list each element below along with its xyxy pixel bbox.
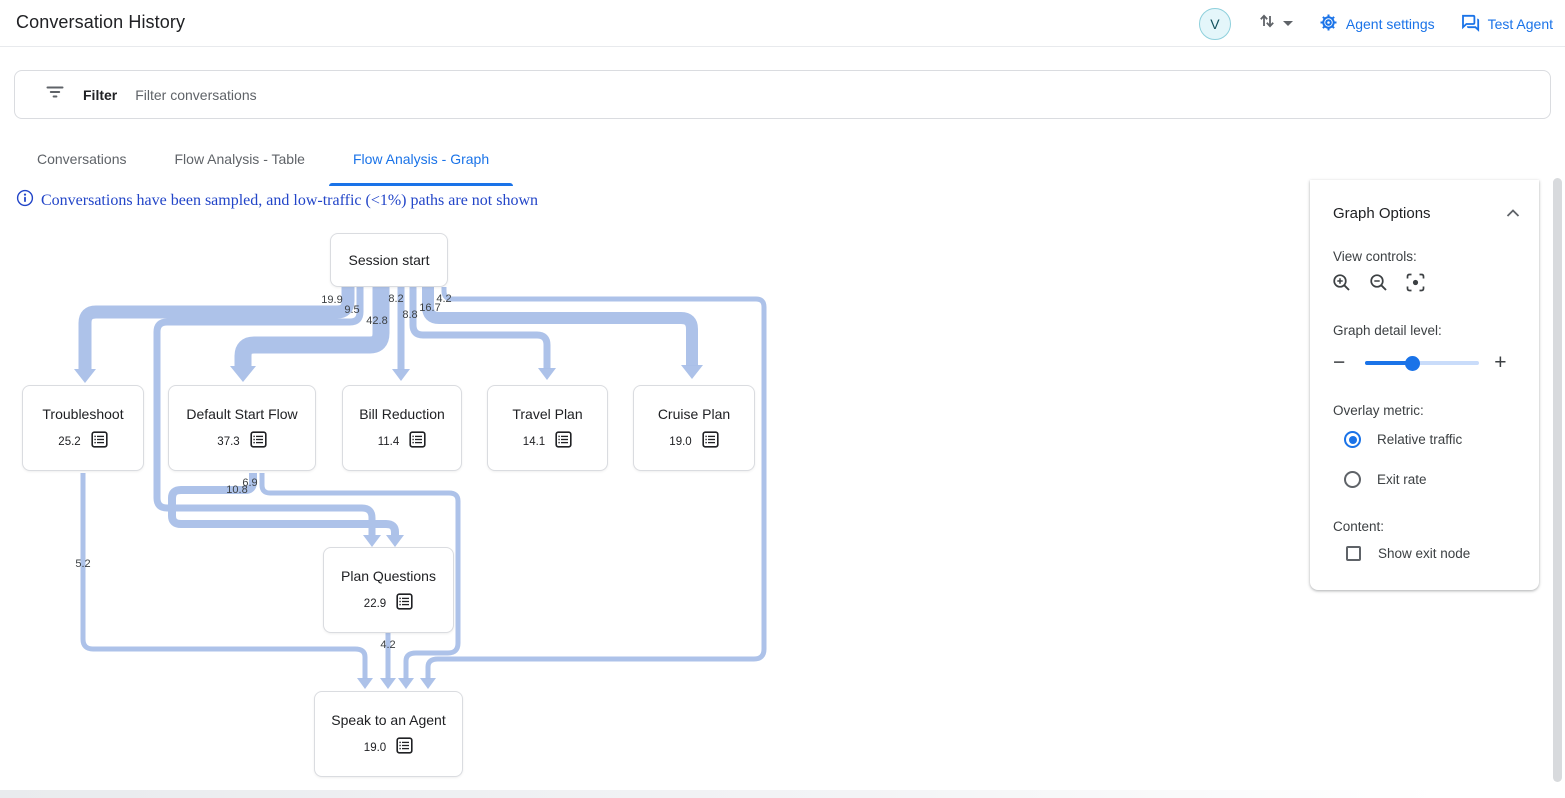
- node-value: 22.9: [363, 598, 387, 610]
- decrease-detail-button[interactable]: −: [1333, 351, 1346, 374]
- chevron-up-icon[interactable]: [1505, 206, 1521, 224]
- filter-icon: [45, 82, 65, 107]
- checkbox-label: Show exit node: [1378, 546, 1471, 561]
- list-alt-icon[interactable]: [702, 431, 719, 453]
- edge-label: 4.2: [436, 293, 452, 305]
- node-cruise-plan[interactable]: Cruise Plan 19.0: [633, 385, 755, 471]
- sampling-notice-text: Conversations have been sampled, and low…: [41, 191, 539, 209]
- radio-label: Exit rate: [1377, 472, 1427, 487]
- graph-options-panel: Graph Options View controls: Graph detai…: [1310, 180, 1539, 590]
- list-alt-icon[interactable]: [396, 593, 413, 615]
- list-alt-icon[interactable]: [91, 431, 108, 453]
- tab-conversations[interactable]: Conversations: [37, 151, 127, 167]
- increase-detail-button[interactable]: +: [1494, 351, 1507, 374]
- node-label: Session start: [348, 252, 430, 268]
- node-default-start-flow[interactable]: Default Start Flow 37.3: [168, 385, 316, 471]
- node-label: Default Start Flow: [186, 406, 298, 422]
- slider-thumb[interactable]: [1405, 355, 1421, 371]
- filter-label: Filter: [83, 86, 118, 103]
- header-actions: V: [1198, 0, 1553, 47]
- chat-icon: [1461, 13, 1480, 35]
- list-alt-icon[interactable]: [409, 431, 426, 453]
- tab-flow-analysis-table[interactable]: Flow Analysis - Table: [174, 151, 305, 167]
- list-alt-icon[interactable]: [555, 431, 572, 453]
- chevron-down-icon: [1282, 21, 1293, 26]
- vertical-scrollbar[interactable]: [1553, 178, 1562, 782]
- edge-label: 8.2: [388, 293, 404, 305]
- agent-settings-label: Agent settings: [1345, 15, 1435, 32]
- node-value: 25.2: [58, 436, 81, 448]
- tab-flow-analysis-graph[interactable]: Flow Analysis - Graph: [328, 135, 514, 186]
- edge-label: 6.9: [242, 477, 258, 489]
- agent-settings-button[interactable]: Agent settings: [1319, 13, 1435, 35]
- node-value: 11.4: [377, 436, 400, 448]
- zoom-in-icon[interactable]: [1331, 272, 1352, 298]
- graph-options-title: Graph Options: [1333, 205, 1431, 222]
- edge-label: 9.5: [344, 304, 360, 316]
- filter-bar[interactable]: Filter Filter conversations: [14, 70, 1551, 119]
- radio-exit-rate[interactable]: Exit rate: [1344, 471, 1427, 488]
- overlay-metric-label: Overlay metric:: [1333, 403, 1424, 418]
- node-plan-questions[interactable]: Plan Questions 22.9: [323, 547, 454, 633]
- filter-conversations-input[interactable]: Filter conversations: [135, 86, 257, 103]
- edge-label: 10.8: [226, 484, 248, 496]
- gear-icon: [1319, 13, 1338, 35]
- node-label: Cruise Plan: [657, 406, 731, 422]
- radio-selected-icon: [1344, 431, 1361, 448]
- node-value: 19.0: [363, 742, 387, 754]
- sort-control[interactable]: [1257, 11, 1293, 36]
- horizontal-scrollbar[interactable]: [0, 790, 1565, 798]
- node-label: Troubleshoot: [42, 406, 124, 422]
- edge-label: 19.9: [321, 294, 343, 306]
- graph-detail-label: Graph detail level:: [1333, 323, 1442, 338]
- node-label: Plan Questions: [341, 568, 436, 584]
- node-troubleshoot[interactable]: Troubleshoot 25.2: [22, 385, 144, 471]
- node-speak-to-an-agent[interactable]: Speak to an Agent 19.0: [314, 691, 463, 777]
- node-bill-reduction[interactable]: Bill Reduction 11.4: [342, 385, 462, 471]
- page-title: Conversation History: [16, 12, 186, 32]
- info-icon: [16, 189, 34, 212]
- show-exit-node-checkbox-row[interactable]: Show exit node: [1346, 546, 1470, 561]
- view-controls: [1331, 272, 1426, 298]
- app-header: Conversation History V: [0, 0, 1565, 47]
- checkbox-unchecked-icon: [1346, 546, 1361, 561]
- content-label: Content:: [1333, 519, 1385, 534]
- node-session-start[interactable]: Session start: [330, 233, 448, 287]
- tab-bar: Conversations Flow Analysis - Table Flow…: [13, 135, 514, 186]
- graph-detail-slider[interactable]: [1365, 355, 1480, 371]
- edge-label: 16.7: [419, 302, 441, 314]
- node-label: Bill Reduction: [359, 406, 445, 422]
- node-value: 37.3: [217, 436, 240, 448]
- node-value: 14.1: [522, 436, 546, 448]
- edge-label: 5.2: [75, 558, 91, 570]
- test-agent-label: Test Agent: [1487, 15, 1553, 32]
- graph-detail-slider-row: − +: [1333, 352, 1523, 373]
- radio-relative-traffic[interactable]: Relative traffic: [1344, 431, 1462, 448]
- sampling-notice: Conversations have been sampled, and low…: [16, 189, 538, 212]
- list-alt-icon[interactable]: [250, 431, 267, 453]
- edge-label: 8.8: [402, 309, 418, 321]
- edge-label: 42.8: [366, 315, 388, 327]
- view-controls-label: View controls:: [1333, 249, 1417, 264]
- radio-unselected-icon: [1344, 471, 1361, 488]
- zoom-out-icon[interactable]: [1368, 272, 1389, 298]
- test-agent-button[interactable]: Test Agent: [1461, 13, 1553, 35]
- edge-label: 4.2: [380, 639, 396, 651]
- node-travel-plan[interactable]: Travel Plan 14.1: [487, 385, 608, 471]
- avatar[interactable]: V: [1198, 7, 1231, 40]
- center-focus-icon[interactable]: [1405, 272, 1426, 298]
- sort-arrows-icon: [1257, 11, 1277, 36]
- node-label: Travel Plan: [512, 406, 583, 422]
- slider-fill: [1365, 360, 1413, 365]
- node-value: 19.0: [669, 436, 692, 448]
- node-label: Speak to an Agent: [331, 712, 446, 728]
- radio-label: Relative traffic: [1377, 432, 1463, 447]
- list-alt-icon[interactable]: [396, 737, 413, 759]
